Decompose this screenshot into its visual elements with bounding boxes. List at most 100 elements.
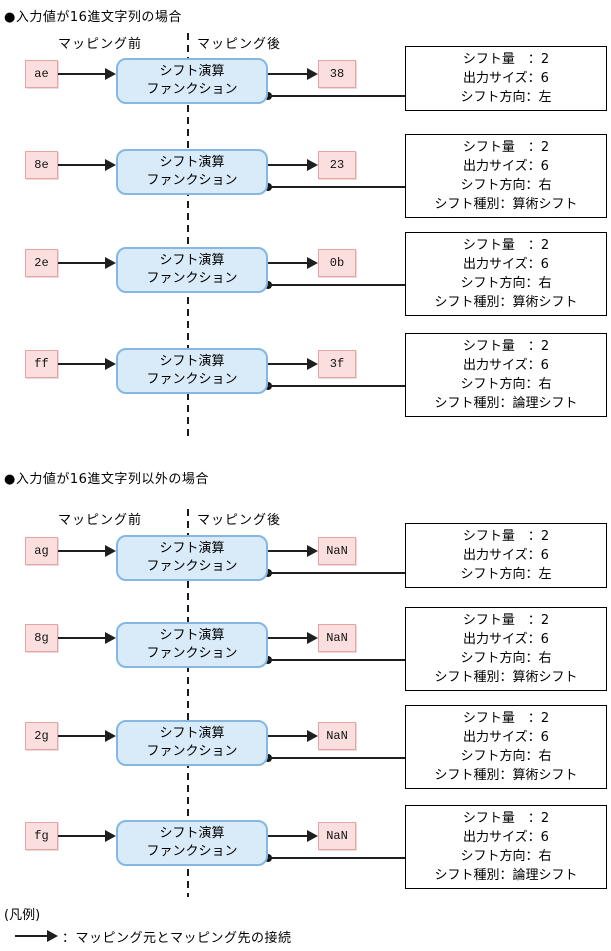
section-title-hex: ●入力値が16進文字列の場合 [4, 10, 182, 25]
parameter-connector-line [268, 95, 405, 97]
legend-arrow-icon [15, 930, 58, 942]
function-name-line1: シフト演算 [159, 628, 225, 643]
output-arrow-icon [268, 257, 318, 269]
parameter-box: シフト量 ：2 出力サイズ：6 シフト方向：右 シフト種別：算術シフト [405, 232, 607, 316]
parameter-box: シフト量 ：2 出力サイズ：6 シフト方向：左 [405, 523, 607, 588]
parameter-connector-line [268, 757, 405, 759]
input-arrow-icon [58, 632, 116, 644]
output-arrow-icon [268, 358, 318, 370]
param-line: 出力サイズ：6 [463, 358, 549, 373]
output-value-box: 38 [318, 60, 356, 88]
param-line: シフト方向：右 [460, 651, 552, 666]
param-line: シフト種別：算術シフト [434, 768, 578, 783]
input-value-box: 8e [25, 151, 58, 179]
input-arrow-icon [58, 830, 116, 842]
parameter-box: シフト量 ：2 出力サイズ：6 シフト方向：右 シフト種別：算術シフト [405, 607, 607, 691]
input-arrow-icon [58, 358, 116, 370]
parameter-box: シフト量 ：2 出力サイズ：6 シフト方向：左 [405, 46, 607, 111]
param-line: 出力サイズ：6 [463, 730, 549, 745]
param-line: 出力サイズ：6 [463, 257, 549, 272]
param-line: シフト方向：右 [460, 276, 552, 291]
param-line: 出力サイズ：6 [463, 159, 549, 174]
param-line: 出力サイズ：6 [463, 548, 549, 563]
input-value-box: 8g [25, 624, 58, 652]
input-value-box: 2e [25, 249, 58, 277]
output-value-box: NaN [318, 722, 356, 750]
param-line: シフト方向：右 [460, 749, 552, 764]
label-after-mapping: マッピング後 [197, 37, 282, 52]
label-after-mapping: マッピング後 [197, 513, 282, 528]
param-line: シフト種別：算術シフト [434, 197, 578, 212]
output-arrow-icon [268, 68, 318, 80]
input-value-box: fg [25, 822, 58, 850]
param-line: シフト種別：論理シフト [434, 396, 578, 411]
output-arrow-icon [268, 830, 318, 842]
param-line: シフト量 ：2 [462, 140, 550, 155]
output-arrow-icon [268, 730, 318, 742]
param-line: シフト量 ：2 [462, 529, 550, 544]
function-name-line2: ファンクション [146, 559, 238, 574]
param-line: シフト量 ：2 [462, 339, 550, 354]
parameter-connector-line [268, 186, 405, 188]
input-value-box: ff [25, 350, 58, 378]
shift-function-box: シフト演算 ファンクション [116, 535, 268, 581]
label-before-mapping: マッピング前 [58, 513, 143, 528]
output-value-box: NaN [318, 822, 356, 850]
label-before-mapping: マッピング前 [58, 37, 143, 52]
shift-function-box: シフト演算 ファンクション [116, 720, 268, 766]
parameter-box: シフト量 ：2 出力サイズ：6 シフト方向：右 シフト種別：論理シフト [405, 805, 607, 889]
param-line: シフト量 ：2 [462, 811, 550, 826]
function-name-line1: シフト演算 [159, 541, 225, 556]
input-arrow-icon [58, 159, 116, 171]
parameter-connector-line [268, 857, 405, 859]
input-value-box: ae [25, 60, 58, 88]
function-name-line1: シフト演算 [159, 354, 225, 369]
param-line: 出力サイズ：6 [463, 71, 549, 86]
output-value-box: 3f [318, 350, 356, 378]
param-line: シフト方向：左 [460, 90, 552, 105]
param-line: シフト方向：右 [460, 178, 552, 193]
input-arrow-icon [58, 68, 116, 80]
param-line: シフト方向：右 [460, 377, 552, 392]
parameter-box: シフト量 ：2 出力サイズ：6 シフト方向：右 シフト種別：論理シフト [405, 333, 607, 417]
function-name-line1: シフト演算 [159, 64, 225, 79]
function-name-line1: シフト演算 [159, 726, 225, 741]
output-arrow-icon [268, 632, 318, 644]
shift-function-box: シフト演算 ファンクション [116, 58, 268, 104]
function-name-line1: シフト演算 [159, 253, 225, 268]
shift-function-box: シフト演算 ファンクション [116, 820, 268, 866]
shift-function-box: シフト演算 ファンクション [116, 149, 268, 195]
legend-title: (凡例) [4, 908, 41, 923]
input-arrow-icon [58, 257, 116, 269]
param-line: シフト方向：左 [460, 567, 552, 582]
section-title-nonhex: ●入力値が16進文字列以外の場合 [4, 472, 209, 487]
function-name-line1: シフト演算 [159, 826, 225, 841]
parameter-connector-line [268, 572, 405, 574]
output-value-box: 0b [318, 249, 356, 277]
parameter-connector-line [268, 659, 405, 661]
input-value-box: 2g [25, 722, 58, 750]
function-name-line2: ファンクション [146, 82, 238, 97]
output-value-box: 23 [318, 151, 356, 179]
function-name-line2: ファンクション [146, 844, 238, 859]
output-value-box: NaN [318, 624, 356, 652]
output-arrow-icon [268, 545, 318, 557]
mapping-divider-dashed-line [187, 33, 189, 439]
parameter-box: シフト量 ：2 出力サイズ：6 シフト方向：右 シフト種別：算術シフト [405, 134, 607, 218]
function-name-line2: ファンクション [146, 646, 238, 661]
input-value-box: ag [25, 537, 58, 565]
param-line: シフト量 ：2 [462, 711, 550, 726]
param-line: シフト方向：右 [460, 849, 552, 864]
function-name-line2: ファンクション [146, 173, 238, 188]
param-line: 出力サイズ：6 [463, 830, 549, 845]
param-line: シフト種別：算術シフト [434, 295, 578, 310]
shift-function-box: シフト演算 ファンクション [116, 622, 268, 668]
param-line: シフト種別：算術シフト [434, 670, 578, 685]
parameter-connector-line [268, 284, 405, 286]
function-name-line2: ファンクション [146, 744, 238, 759]
legend-connection-label: ：マッピング元とマッピング先の接続 [62, 931, 292, 946]
function-name-line2: ファンクション [146, 372, 238, 387]
shift-function-box: シフト演算 ファンクション [116, 348, 268, 394]
input-arrow-icon [58, 730, 116, 742]
